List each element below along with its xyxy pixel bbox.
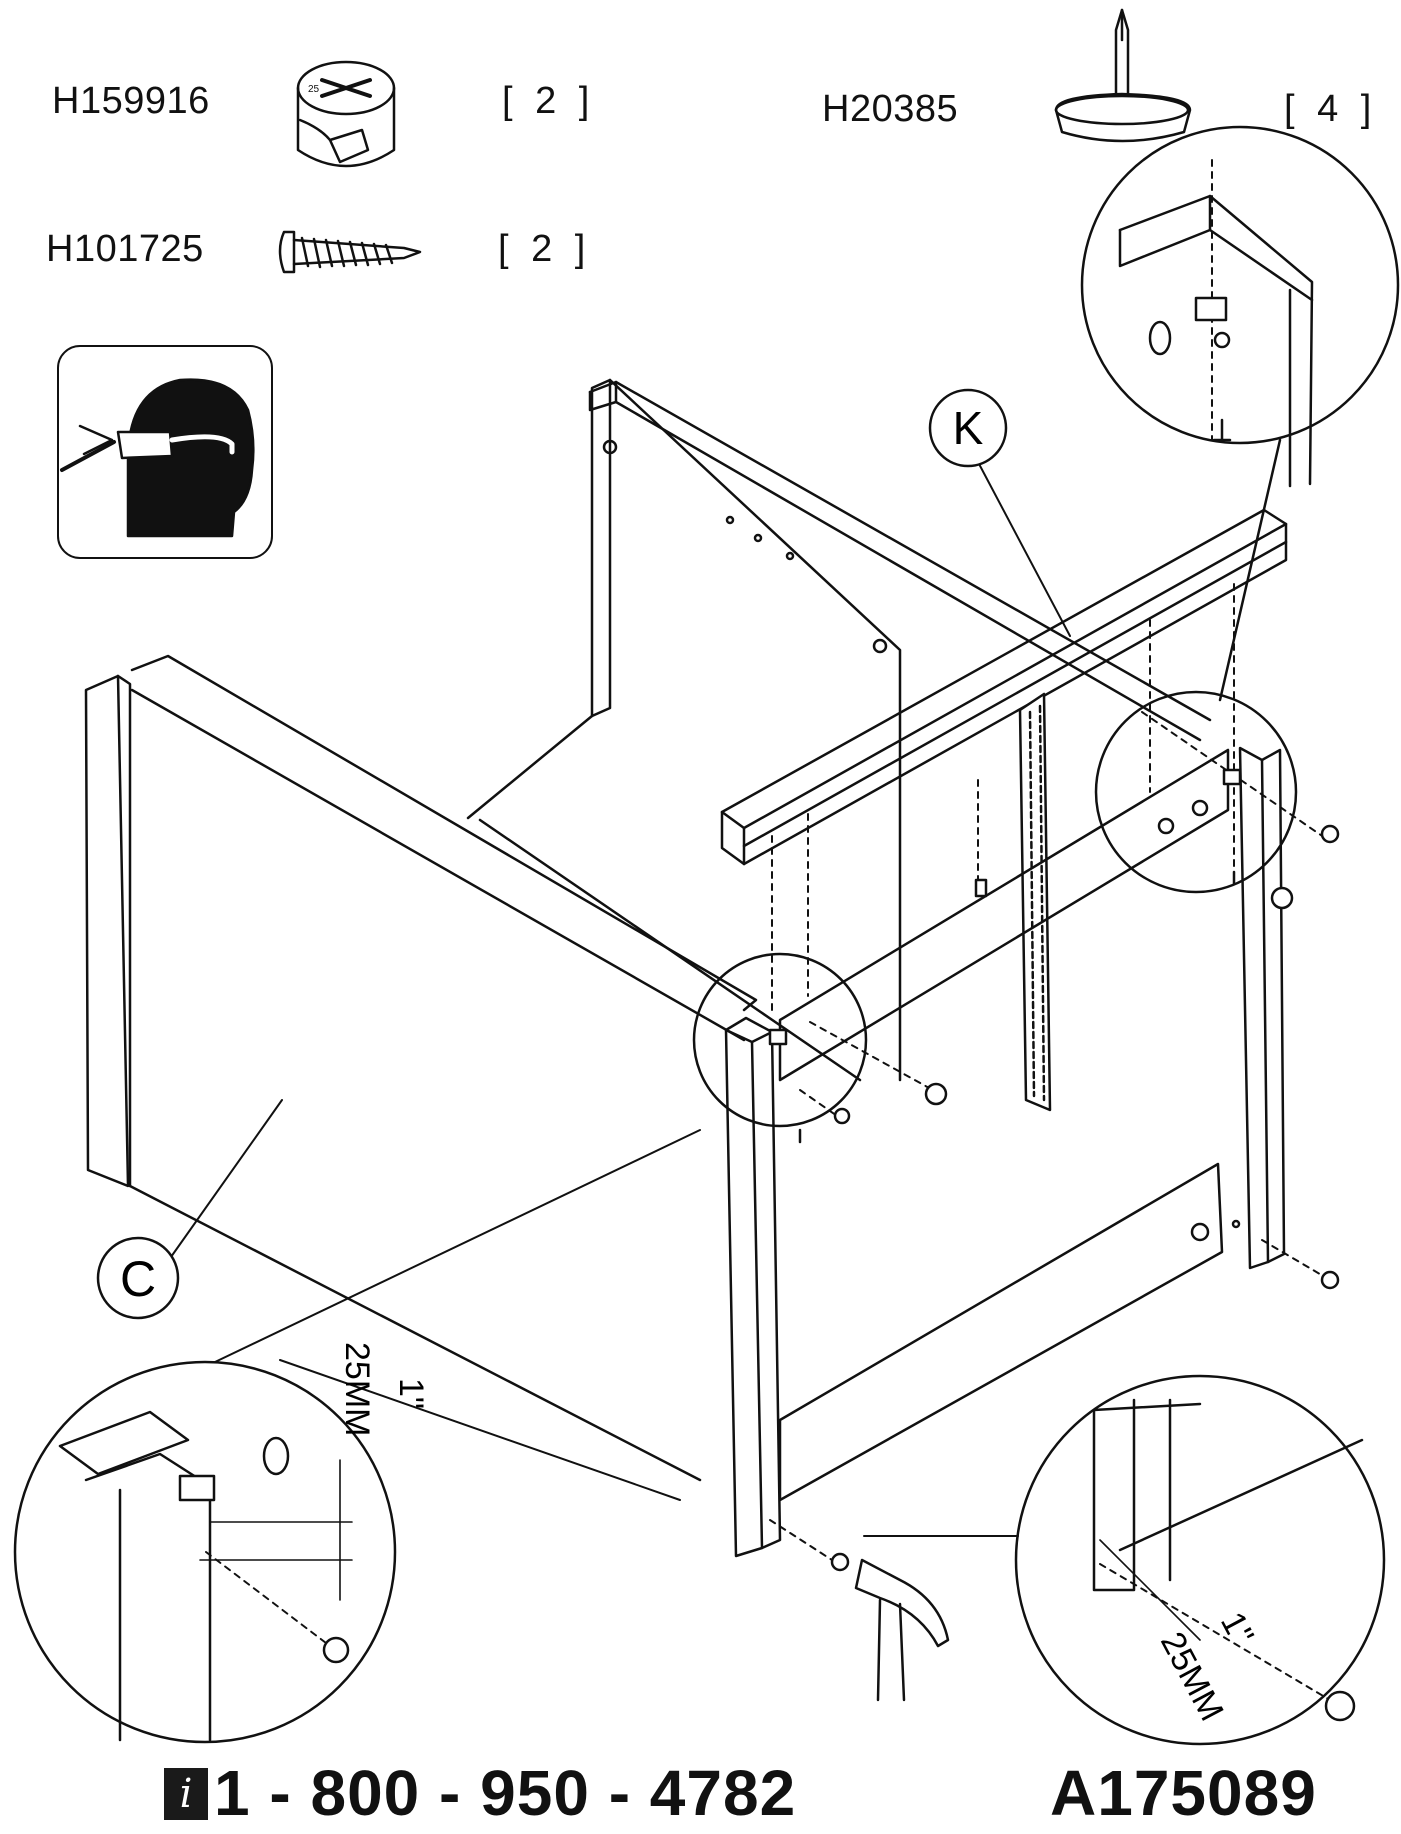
drawer-slide	[974, 692, 1052, 1112]
part-qty-h20385: [ 4 ]	[1284, 88, 1378, 130]
callout-k: K	[928, 388, 1008, 468]
svg-text:25: 25	[308, 84, 320, 95]
callout-k-leader	[977, 461, 1071, 637]
part-id-h20385: H20385	[822, 88, 959, 130]
callout-c-text: C	[120, 1251, 156, 1307]
dim-left-mm: 25MM	[338, 1342, 376, 1436]
detail-circle-bottom-right	[863, 1374, 1386, 1746]
detail-circle-center-left	[692, 952, 868, 1128]
dim-right-mm: 25MM	[1153, 1626, 1231, 1727]
screw-icon	[278, 230, 422, 274]
panel-c	[84, 654, 862, 1482]
support-phone-number: 1 - 800 - 950 - 4782	[214, 1757, 797, 1829]
detail-circle-top-right	[1080, 125, 1400, 702]
detail-circle-bottom-left	[13, 1129, 701, 1744]
top-back-rail	[588, 380, 1212, 742]
part-qty-h159916: [ 2 ]	[502, 80, 596, 122]
rail-k	[720, 508, 1288, 866]
dim-left-inch: 1"	[392, 1378, 430, 1409]
front-right-leg	[1238, 746, 1286, 1270]
callout-c: C	[96, 1236, 180, 1320]
dim-right-inch: 1"	[1213, 1606, 1261, 1651]
part-qty-h101725: [ 2 ]	[498, 228, 592, 270]
callout-k-text: K	[953, 402, 984, 454]
assembly-guide-lines	[769, 159, 1331, 1561]
callout-c-leader	[165, 1099, 283, 1265]
document-code: A175089	[1050, 1757, 1317, 1829]
side-panel-back	[466, 378, 902, 1082]
part-id-h101725: H101725	[46, 228, 204, 270]
bottom-rail	[778, 1162, 1241, 1502]
safety-goggles-icon	[57, 345, 273, 559]
info-icon: i	[164, 1768, 208, 1820]
nail-glide-icon	[1054, 8, 1192, 143]
front-rail	[778, 748, 1230, 1082]
hardware-marks	[768, 768, 1340, 1572]
hammer-icon	[854, 1558, 950, 1702]
front-left-leg	[724, 1016, 782, 1558]
cam-lock-icon: 25	[296, 60, 396, 168]
detail-circle-center-right	[1094, 690, 1298, 894]
part-id-h159916: H159916	[52, 80, 210, 122]
